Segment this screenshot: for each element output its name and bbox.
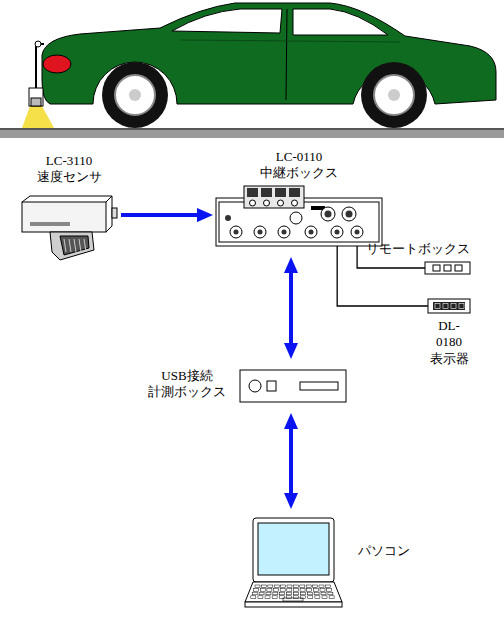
sensor-beam — [22, 106, 54, 128]
speed-sensor-shape — [20, 192, 118, 262]
front-window — [293, 9, 388, 35]
relay-box-shape — [216, 186, 382, 246]
signal-arrow — [121, 213, 206, 217]
front-hub-center — [388, 89, 400, 101]
front-wheel — [361, 62, 427, 128]
bracket-mount — [35, 41, 41, 47]
laptop-pc: パソコン — [245, 518, 342, 610]
relay-box: LC-0110 中継ボックス — [216, 186, 382, 246]
laptop-pc-shape — [245, 518, 342, 610]
rear-hub-center — [129, 89, 141, 101]
rear-wheel — [102, 62, 168, 128]
node-label: LC-3110 速度センサ — [37, 153, 102, 186]
node-label: USB接続 計測ボックス — [148, 368, 226, 401]
mounted-sensor — [29, 88, 43, 106]
display-unit-shape — [428, 299, 470, 313]
rear-window — [172, 9, 282, 33]
road — [0, 128, 504, 138]
measurement-box: USB接続 計測ボックス — [240, 370, 346, 402]
speed-sensor: LC-3110 速度センサ — [20, 192, 118, 262]
measurement-box-shape — [240, 370, 346, 402]
road-edge — [0, 128, 504, 130]
node-label: LC-0110 中継ボックス — [260, 149, 338, 182]
rear-hub — [115, 75, 155, 115]
signal-arrow — [289, 264, 293, 352]
front-hub — [374, 75, 414, 115]
sensor-lens — [31, 98, 41, 106]
node-label: パソコン — [358, 543, 410, 559]
remote-box-shape — [425, 262, 470, 274]
remote-box: リモートボックス — [425, 262, 470, 274]
door-line — [286, 9, 287, 100]
signal-arrow — [289, 420, 293, 502]
node-label: DL-0180 表示器 — [430, 318, 469, 367]
sensor-bracket — [36, 44, 44, 88]
node-label: リモートボックス — [366, 241, 470, 257]
body-line — [180, 40, 400, 42]
display-unit: DL-0180 表示器 — [428, 299, 470, 313]
tail-light — [43, 55, 71, 73]
